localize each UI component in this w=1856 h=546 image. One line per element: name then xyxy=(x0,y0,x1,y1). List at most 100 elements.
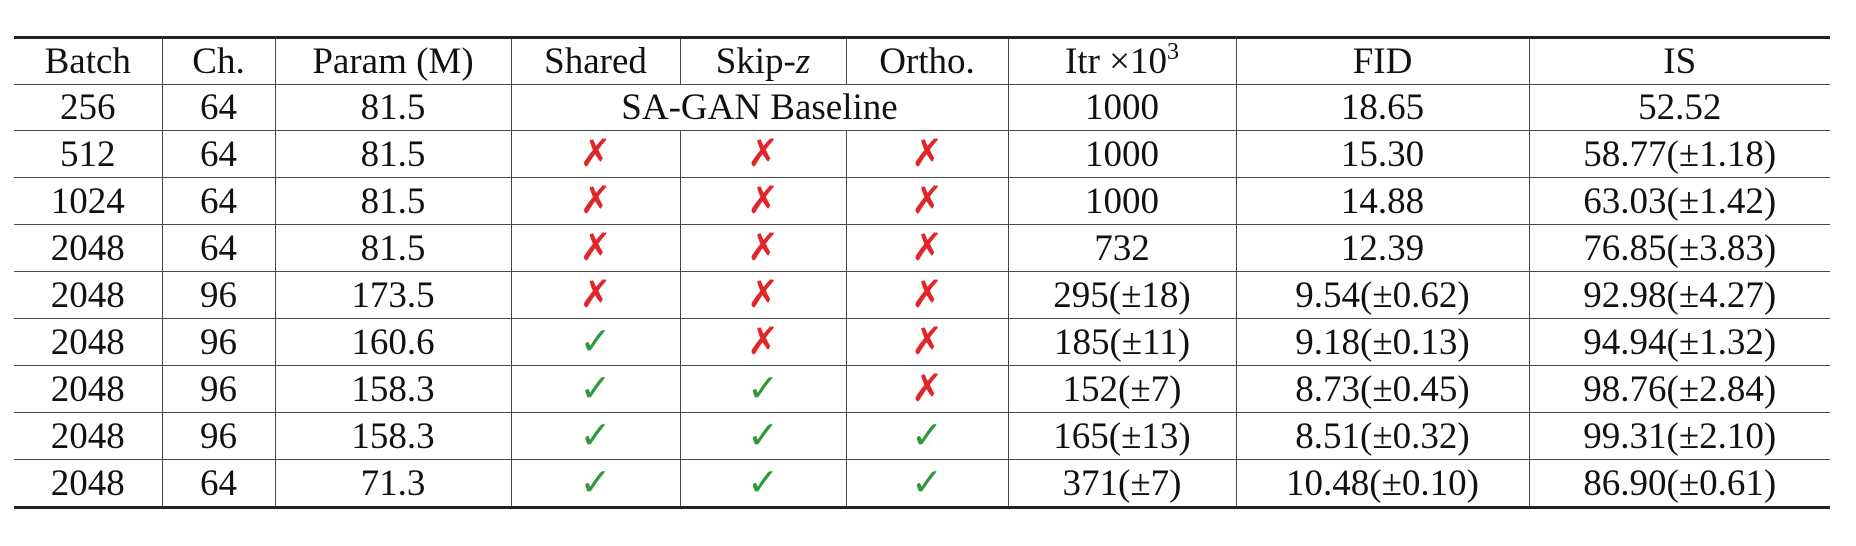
cross-icon: ✗ xyxy=(911,178,943,222)
cross-icon: ✗ xyxy=(747,178,779,222)
cell-ortho: ✗ xyxy=(845,224,1009,272)
header-skip-var: z xyxy=(795,41,811,82)
cell-ortho: ✓ xyxy=(845,459,1009,508)
cell-itr: 152(±7) xyxy=(1007,365,1237,413)
cell-shared: ✗ xyxy=(510,224,681,272)
cell-skip-z: ✗ xyxy=(679,318,847,366)
cell-batch: 2048 xyxy=(14,365,163,413)
cell-batch: 1024 xyxy=(14,177,163,225)
cell-shared: ✗ xyxy=(510,130,681,178)
header-itr-exponent: 3 xyxy=(1167,39,1180,65)
cell-param: 81.5 xyxy=(274,177,512,225)
cell-param: 158.3 xyxy=(274,412,512,460)
cell-ortho: ✗ xyxy=(845,318,1009,366)
cell-param: 71.3 xyxy=(274,459,512,508)
check-icon: ✓ xyxy=(747,366,779,410)
cell-fid: 18.65 xyxy=(1235,84,1530,131)
header-param: Param (M) xyxy=(274,37,512,85)
cell-is: 99.31(±2.10) xyxy=(1528,412,1830,460)
cell-param: 158.3 xyxy=(274,365,512,413)
header-is: IS xyxy=(1528,37,1830,85)
cross-icon: ✗ xyxy=(747,225,779,269)
cell-param: 173.5 xyxy=(274,271,512,319)
cell-is: 86.90(±0.61) xyxy=(1528,459,1830,508)
cell-itr: 371(±7) xyxy=(1007,459,1237,508)
check-icon: ✓ xyxy=(579,319,612,363)
cell-skip-z: ✓ xyxy=(679,365,847,413)
cell-shared: ✓ xyxy=(510,318,681,366)
cell-ch: 64 xyxy=(161,130,276,178)
cell-itr: 1000 xyxy=(1007,130,1237,178)
cell-itr: 185(±11) xyxy=(1007,318,1237,366)
cell-shared: ✓ xyxy=(510,412,681,460)
check-icon: ✓ xyxy=(579,460,612,504)
cell-is: 58.77(±1.18) xyxy=(1528,130,1830,178)
cell-param: 160.6 xyxy=(274,318,512,366)
cell-ch: 96 xyxy=(161,318,276,366)
cell-itr: 295(±18) xyxy=(1007,271,1237,319)
cell-batch: 2048 xyxy=(14,412,163,460)
cell-skip-z: ✗ xyxy=(679,224,847,272)
check-icon: ✓ xyxy=(911,460,943,504)
header-ortho: Ortho. xyxy=(845,37,1009,85)
cross-icon: ✗ xyxy=(579,225,612,269)
cell-is: 92.98(±4.27) xyxy=(1528,271,1830,319)
header-skip-z: Skip-z xyxy=(679,37,847,85)
cell-is: 98.76(±2.84) xyxy=(1528,365,1830,413)
cell-ortho: ✓ xyxy=(845,412,1009,460)
check-icon: ✓ xyxy=(579,413,612,457)
header-batch: Batch xyxy=(14,37,163,85)
cell-batch: 2048 xyxy=(14,271,163,319)
cell-itr: 1000 xyxy=(1007,84,1237,131)
cell-is: 76.85(±3.83) xyxy=(1528,224,1830,272)
cell-is: 63.03(±1.42) xyxy=(1528,177,1830,225)
cell-ortho: ✗ xyxy=(845,177,1009,225)
cell-ch: 96 xyxy=(161,412,276,460)
cross-icon: ✗ xyxy=(579,178,612,222)
cell-batch: 2048 xyxy=(14,224,163,272)
cross-icon: ✗ xyxy=(747,131,779,175)
cell-fid: 15.30 xyxy=(1235,130,1530,178)
cell-ortho: ✗ xyxy=(845,271,1009,319)
cross-icon: ✗ xyxy=(579,272,612,316)
cell-shared: ✗ xyxy=(510,177,681,225)
header-shared: Shared xyxy=(510,37,681,85)
cell-is: 94.94(±1.32) xyxy=(1528,318,1830,366)
cell-ch: 96 xyxy=(161,365,276,413)
cell-param: 81.5 xyxy=(274,130,512,178)
cell-ch: 96 xyxy=(161,271,276,319)
header-itr-text: Itr ×10 xyxy=(1064,41,1168,82)
cell-shared: ✗ xyxy=(510,271,681,319)
cell-skip-z: ✗ xyxy=(679,177,847,225)
cell-batch: 2048 xyxy=(14,459,163,508)
check-icon: ✓ xyxy=(579,366,612,410)
cell-batch: 2048 xyxy=(14,318,163,366)
header-skip-text: Skip- xyxy=(715,41,796,82)
cross-icon: ✗ xyxy=(911,319,943,363)
cell-itr: 732 xyxy=(1007,224,1237,272)
cell-fid: 8.51(±0.32) xyxy=(1235,412,1530,460)
cell-ch: 64 xyxy=(161,224,276,272)
cell-ch: 64 xyxy=(161,177,276,225)
cross-icon: ✗ xyxy=(747,272,779,316)
cell-ch: 64 xyxy=(161,459,276,508)
cross-icon: ✗ xyxy=(579,131,612,175)
cell-batch: 256 xyxy=(14,84,163,131)
cell-ortho: ✗ xyxy=(845,365,1009,413)
results-table: Batch Ch. Param (M) Shared Skip-z Ortho.… xyxy=(14,36,1830,509)
check-icon: ✓ xyxy=(911,413,943,457)
cross-icon: ✗ xyxy=(911,225,943,269)
cell-baseline-label: SA-GAN Baseline xyxy=(510,84,1009,131)
cross-icon: ✗ xyxy=(747,319,779,363)
header-fid: FID xyxy=(1235,37,1530,85)
cell-itr: 165(±13) xyxy=(1007,412,1237,460)
cross-icon: ✗ xyxy=(911,272,943,316)
